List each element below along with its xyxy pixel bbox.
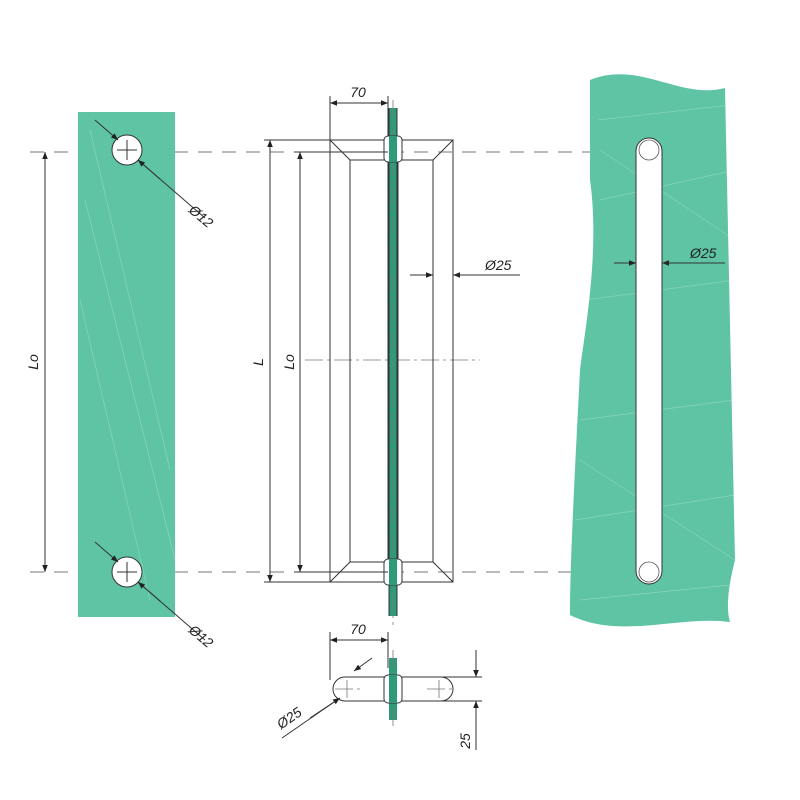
overall-length-label: L — [250, 358, 266, 366]
projection-label-bottom: 70 — [350, 621, 366, 637]
projection-dimension-top — [329, 96, 389, 140]
center-distance-dimension-middle — [294, 151, 388, 573]
bar-diameter-dimension-plan — [281, 657, 373, 739]
handle-bar — [635, 137, 663, 585]
handle-side-view — [329, 100, 454, 625]
projection-dimension-bottom — [329, 632, 389, 680]
glass-panel-with-holes — [78, 112, 176, 617]
plan-thickness-dimension — [441, 650, 482, 750]
door-front-view — [570, 74, 736, 627]
hole-diameter-dimension-top — [94, 119, 206, 219]
hole-diameter-dimension-bottom — [94, 541, 206, 641]
center-distance-label-left: Lo — [25, 354, 41, 370]
handle-plan-view — [332, 650, 454, 730]
center-distance-label-middle: Lo — [281, 354, 297, 370]
plan-thickness-label: 25 — [457, 733, 473, 750]
overall-length-dimension — [264, 139, 330, 583]
hole-diameter-label-bottom: Ø12 — [185, 621, 216, 651]
projection-label-top: 70 — [350, 84, 366, 100]
bar-diameter-label-plan: Ø25 — [273, 704, 305, 733]
bar-diameter-label-front: Ø25 — [689, 245, 717, 261]
bar-diameter-label-side: Ø25 — [484, 257, 512, 273]
